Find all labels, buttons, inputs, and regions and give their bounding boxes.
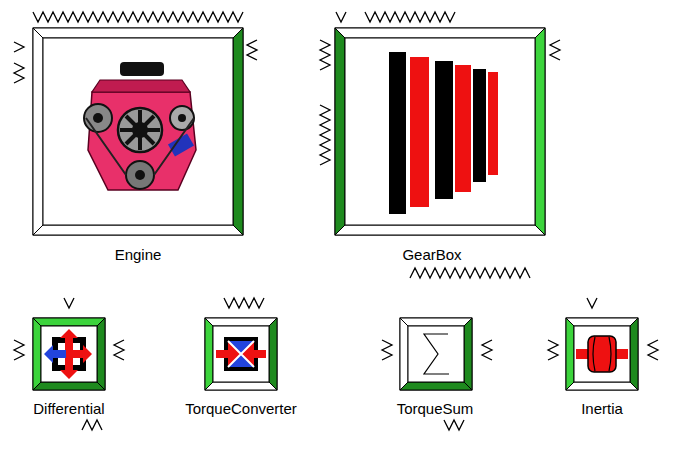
- differential-block: Differential: [33, 318, 105, 418]
- block-name: TorqueConverter: [185, 400, 297, 418]
- engine-block: Engine: [33, 28, 243, 264]
- torqueconverter-picture: [216, 337, 266, 371]
- engine-picture: [84, 62, 196, 190]
- differential-frame: [33, 318, 105, 390]
- block-name: Inertia: [581, 400, 623, 418]
- block-name: GearBox: [402, 246, 461, 264]
- gearbox-block: GearBox: [335, 28, 545, 264]
- torqueconverter-block: TorqueConverter: [185, 318, 297, 418]
- inertia-block: Inertia: [566, 318, 638, 418]
- inertia-picture: [576, 336, 628, 372]
- engine-frame: [33, 28, 243, 235]
- port-marks: [14, 12, 658, 430]
- torquesum-frame: [400, 318, 472, 390]
- block-name: Engine: [115, 246, 162, 264]
- gearbox-picture: [389, 52, 498, 214]
- differential-picture: [44, 329, 92, 379]
- block-name: TorqueSum: [397, 400, 474, 418]
- gearbox-frame: [335, 28, 545, 235]
- block-name: Differential: [33, 400, 104, 418]
- torqueconverter-frame: [205, 318, 277, 390]
- sum-symbol: [424, 334, 449, 374]
- inertia-frame: [566, 318, 638, 390]
- torquesum-block: TorqueSum: [397, 318, 474, 418]
